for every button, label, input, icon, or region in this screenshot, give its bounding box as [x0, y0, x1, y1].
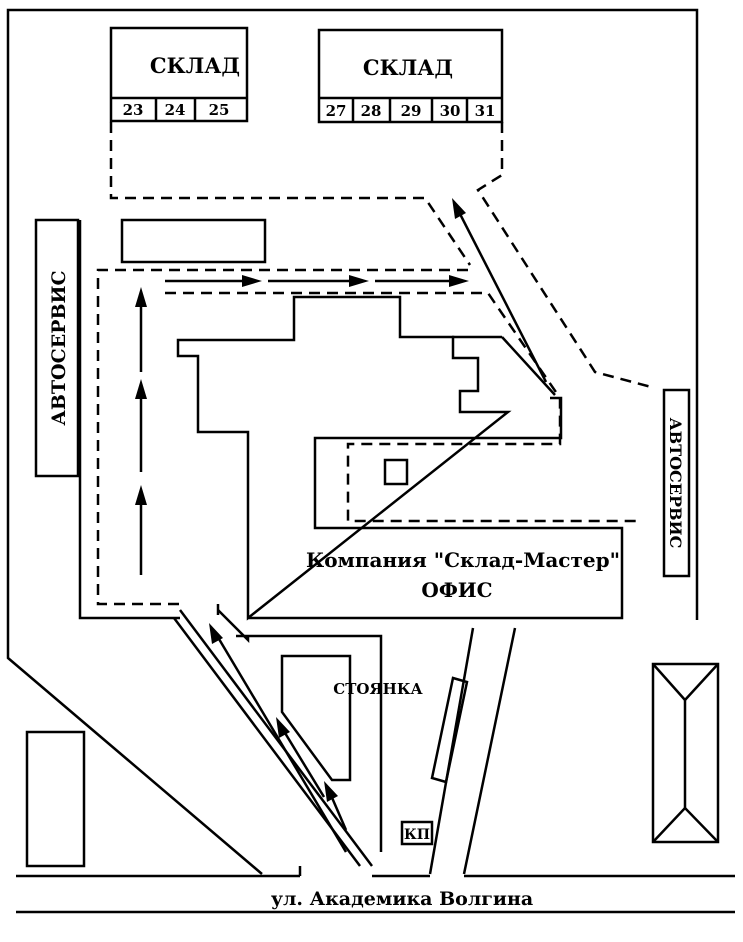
dock-24: 24	[165, 101, 186, 119]
dock-28: 28	[361, 102, 382, 120]
driveway-east-dashed	[165, 291, 636, 523]
route-arrows-north	[165, 275, 469, 287]
small-square	[383, 458, 409, 486]
dock-25: 25	[209, 101, 230, 119]
street-label: ул. Академика Волгина	[271, 888, 533, 910]
warehouse-left-label: СКЛАД	[150, 53, 240, 78]
dock-27: 27	[326, 102, 347, 120]
entrance-road-right-outer	[236, 634, 383, 852]
dock-30: 30	[440, 102, 461, 120]
warehouse-right-apron-dashed	[476, 122, 656, 390]
office-building	[176, 295, 512, 621]
company-label: Компания "Склад-Мастер"	[306, 548, 620, 572]
warehouse-right-label: СКЛАД	[363, 55, 453, 80]
autoservice-right-label: АВТОСЕРВИС	[666, 418, 685, 549]
parking-area	[280, 654, 352, 782]
building-lower-right	[651, 662, 720, 844]
route-arrows-west	[135, 287, 147, 575]
warehouse-yard-dashed	[109, 122, 472, 266]
dock-31: 31	[475, 102, 496, 120]
small-building	[120, 218, 267, 264]
complex-outline	[78, 220, 180, 620]
territory-boundary	[6, 8, 699, 875]
entrance-road-left	[179, 609, 373, 867]
autoservice-right: АВТОСЕРВИС	[662, 388, 691, 578]
checkpoint	[400, 820, 434, 846]
driveway-loop-dashed	[96, 268, 470, 606]
parking-label: СТОЯНКА	[333, 680, 423, 698]
building-lower-left	[25, 730, 86, 868]
route-arrows-entrance	[209, 623, 348, 853]
office-label: ОФИС	[421, 578, 492, 602]
warehouse-left: СКЛАД 23 24 25	[109, 26, 249, 123]
autoservice-left-label: АВТОСЕРВИС	[48, 270, 70, 425]
warehouse-right: СКЛАД 27 28 29 30 31	[317, 28, 504, 124]
dock-29: 29	[401, 102, 422, 120]
route-arrow-warehouse	[452, 198, 548, 383]
exit-road-right	[462, 627, 517, 875]
dock-23: 23	[123, 101, 144, 119]
barrier-strip	[430, 676, 469, 784]
autoservice-left: АВТОСЕРВИС	[34, 218, 80, 478]
checkpoint-label: КП	[404, 827, 430, 843]
